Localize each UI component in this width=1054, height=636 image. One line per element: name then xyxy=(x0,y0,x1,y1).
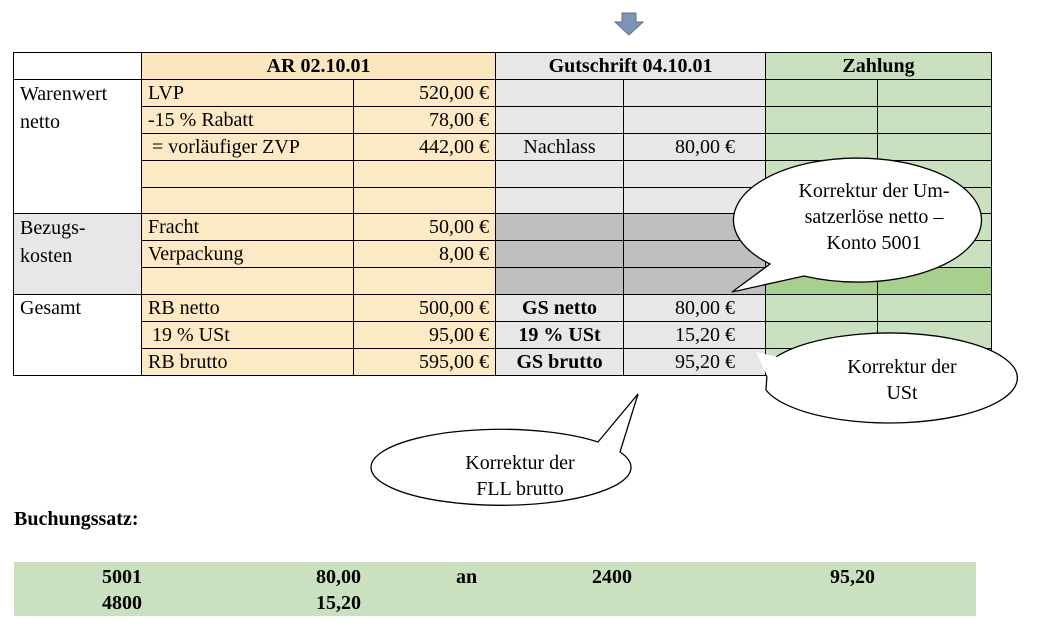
callout-fll: Korrektur der FLL brutto xyxy=(370,392,652,518)
gs-value: 80,00 € xyxy=(623,133,767,161)
ar-value: 520,00 € xyxy=(352,79,497,107)
gs-value: 80,00 € xyxy=(623,294,767,323)
calculation-table: AR 02.10.01 Gutschrift 04.10.01 Zahlung … xyxy=(13,52,993,377)
haben-konto-1: 2400 xyxy=(592,566,632,588)
ar-label: RB netto xyxy=(141,294,354,323)
ar-value: 8,00 € xyxy=(352,240,497,269)
haben-betrag-1: 95,20 xyxy=(830,566,875,588)
ar-label: 19 % USt xyxy=(141,321,354,350)
table-row: -15 % Rabatt 78,00 € xyxy=(14,106,993,134)
callout-umsatzerloese: Korrektur der Um- satzerlöse netto – Kon… xyxy=(724,146,1000,296)
header-zahlung: Zahlung xyxy=(765,52,993,80)
gs-value: 95,20 € xyxy=(623,348,767,377)
ar-label: Fracht xyxy=(141,213,354,242)
ar-label: LVP xyxy=(141,79,354,107)
table-row: Gesamt RB netto 500,00 € GS netto 80,00 … xyxy=(13,294,993,377)
table-row: 19 % USt 95,00 € 19 % USt 15,20 € xyxy=(14,321,993,350)
ar-value: 78,00 € xyxy=(352,106,497,134)
gs-label: GS netto xyxy=(495,294,625,323)
gs-value: 15,20 € xyxy=(623,321,767,350)
buchungssatz-box: 5001 80,00 an 2400 95,20 4800 15,20 xyxy=(14,562,976,616)
soll-konto-1: 5001 xyxy=(102,566,142,588)
ar-label: Verpackung xyxy=(141,240,354,269)
buchungssatz-title: Buchungssatz: xyxy=(14,508,139,530)
ar-label: -15 % Rabatt xyxy=(141,106,354,134)
table-row: = vorläufiger ZVP 442,00 € Nachlass 80,0… xyxy=(14,133,993,161)
header-ar: AR 02.10.01 xyxy=(140,52,497,80)
ar-value: 500,00 € xyxy=(352,294,497,323)
soll-betrag-2: 15,20 xyxy=(316,592,361,614)
callout-ust: Korrektur der USt xyxy=(752,330,1028,440)
down-arrow-icon xyxy=(613,12,645,41)
gs-label: 19 % USt xyxy=(495,321,625,350)
ar-value: 50,00 € xyxy=(352,213,497,242)
section-bezugskosten: Bezugs-kosten xyxy=(13,213,142,296)
ar-label: RB brutto xyxy=(141,348,354,377)
header-gutschrift: Gutschrift 04.10.01 xyxy=(495,52,767,80)
ar-value: 442,00 € xyxy=(352,133,497,161)
ar-value: 595,00 € xyxy=(352,348,497,377)
section-gesamt: Gesamt xyxy=(13,294,142,377)
an-label: an xyxy=(456,566,478,588)
ar-value: 95,00 € xyxy=(352,321,497,350)
gs-label: GS brutto xyxy=(495,348,625,377)
soll-betrag-1: 80,00 xyxy=(316,566,361,588)
ar-label: = vorläufiger ZVP xyxy=(141,133,354,161)
soll-konto-2: 4800 xyxy=(102,592,142,614)
gs-label: Nachlass xyxy=(495,133,625,161)
header-row: AR 02.10.01 Gutschrift 04.10.01 Zahlung xyxy=(13,52,993,80)
